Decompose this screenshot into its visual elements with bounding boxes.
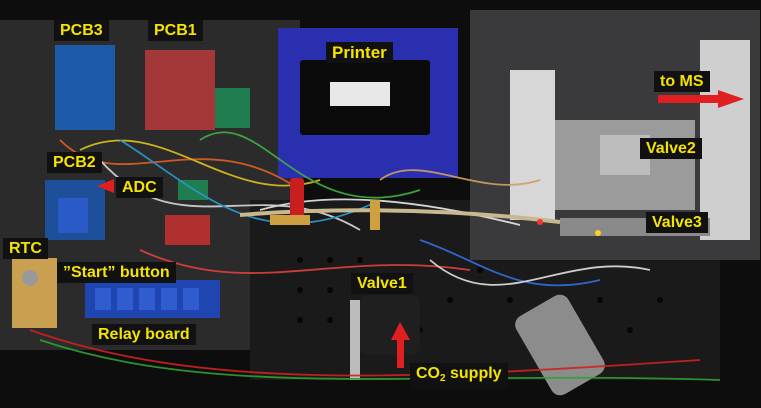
label-adc: ADC [116, 177, 163, 198]
label-valve2: Valve2 [640, 138, 702, 159]
lcd-screen [58, 198, 88, 233]
printer-paper [330, 82, 390, 106]
label-start-button: ”Start” button [57, 262, 176, 283]
frame-left-bracket [510, 70, 555, 220]
label-pcb3: PCB3 [54, 20, 109, 41]
label-co2-supply: CO2 supply [410, 363, 508, 389]
label-relay-board: Relay board [92, 324, 196, 345]
co2-arrow-shaft [397, 340, 404, 368]
label-pcb1: PCB1 [148, 20, 203, 41]
pcb3-board [55, 45, 115, 130]
label-to-ms: to MS [654, 71, 710, 92]
rtc-board [12, 258, 57, 328]
label-valve1: Valve1 [351, 273, 413, 294]
label-rtc: RTC [3, 238, 48, 259]
label-printer: Printer [326, 42, 393, 63]
red-valve-handle [290, 178, 304, 223]
co2-subscript: 2 [440, 373, 446, 384]
cylinder [515, 294, 605, 396]
label-valve3: Valve3 [646, 212, 708, 233]
to-ms-arrow-head [718, 90, 744, 108]
co2-arrow-head [391, 322, 410, 340]
pcb1-board [145, 50, 215, 130]
small-green-board [215, 88, 250, 128]
co2-suffix: supply [445, 365, 502, 382]
valve1-body [360, 295, 420, 355]
label-pcb2: PCB2 [47, 152, 102, 173]
co2-prefix: CO [416, 365, 440, 382]
rod [350, 300, 360, 380]
frame-right-bracket [700, 40, 750, 240]
to-ms-arrow-shaft [658, 95, 718, 103]
brass-fitting [270, 215, 310, 225]
adc-arrow [97, 179, 114, 193]
adc2-board [165, 215, 210, 245]
